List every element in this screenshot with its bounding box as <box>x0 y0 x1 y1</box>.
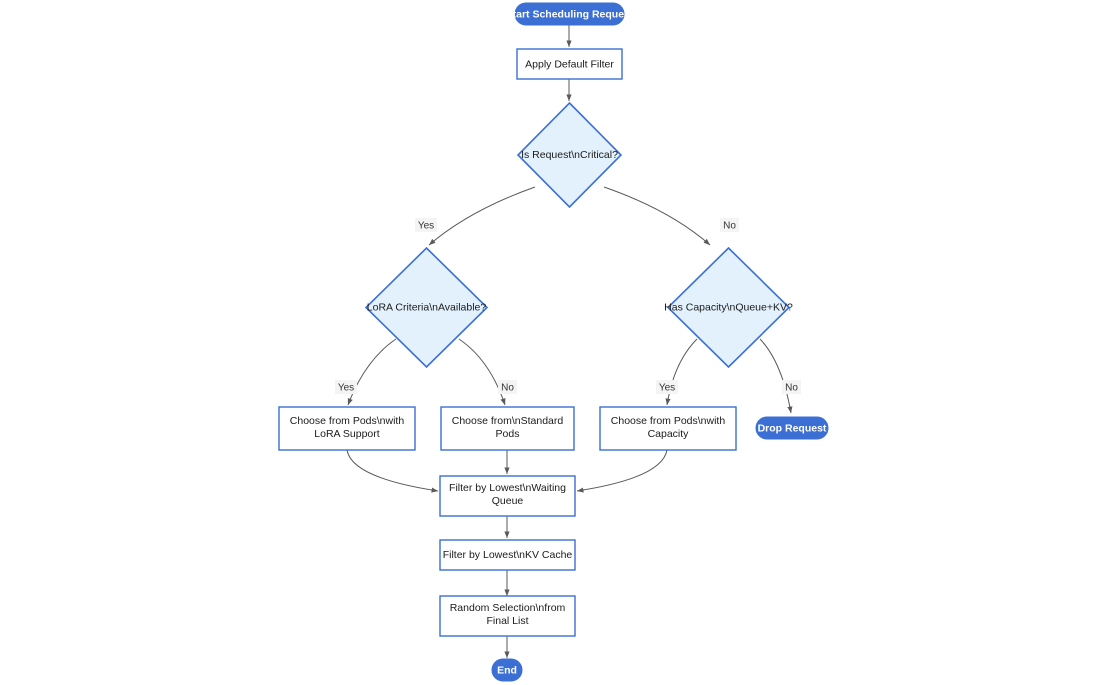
node-has-capacity-label: Has Capacity\nQueue+KV? <box>664 301 793 313</box>
edge-lora-yes-to-lora-pods <box>347 338 397 406</box>
node-drop-request[interactable]: Drop Request <box>755 416 829 440</box>
edge-label-critical-yes: Yes <box>415 218 437 232</box>
edge-label-critical-no-text: No <box>723 221 736 232</box>
edge-lora-no-to-standard-pods <box>458 338 506 406</box>
edge-critical-no-to-capacity <box>603 186 711 246</box>
node-choose-lora-pods-label-line2: LoRA Support <box>314 428 379 440</box>
node-is-request-critical-label: Is Request\nCritical? <box>521 149 618 161</box>
edge-lora-pods-to-waiting-queue <box>346 449 439 493</box>
edge-layer <box>346 25 793 659</box>
node-choose-standard-pods[interactable]: Choose from\nStandard Pods <box>440 406 575 451</box>
node-choose-capacity-pods[interactable]: Choose from Pods\nwith Capacity <box>599 406 737 451</box>
node-drop-request-label: Drop Request <box>758 422 827 434</box>
node-apply-default-filter-label: Apply Default Filter <box>525 58 614 70</box>
node-end-label: End <box>497 664 517 676</box>
edge-label-lora-yes-text: Yes <box>338 383 354 394</box>
node-has-capacity[interactable]: Has Capacity\nQueue+KV? <box>664 246 793 369</box>
edge-label-layer: Yes No Yes No Yes No <box>335 218 801 394</box>
node-filter-waiting-queue-label-line2: Queue <box>492 495 524 507</box>
edge-capacity-no-to-drop <box>759 338 793 414</box>
node-lora-criteria-available-label: LoRA Criteria\nAvailable? <box>367 301 487 313</box>
node-choose-standard-pods-label-line1: Choose from\nStandard <box>452 415 564 427</box>
node-end[interactable]: End <box>491 658 523 682</box>
node-apply-default-filter[interactable]: Apply Default Filter <box>516 48 623 80</box>
node-random-selection[interactable]: Random Selection\nfrom Final List <box>439 595 576 637</box>
node-random-selection-label-line1: Random Selection\nfrom <box>450 602 566 614</box>
edge-label-capacity-no: No <box>782 380 801 394</box>
edge-capacity-yes-to-capacity-pods <box>665 338 698 406</box>
edge-label-lora-no: No <box>498 380 517 394</box>
edge-critical-yes-to-lora <box>428 186 536 246</box>
node-is-request-critical[interactable]: Is Request\nCritical? <box>516 101 623 209</box>
node-choose-lora-pods-label-line1: Choose from Pods\nwith <box>290 415 405 427</box>
edge-capacity-pods-to-waiting-queue <box>576 449 668 493</box>
node-filter-kv-cache-label: Filter by Lowest\nKV Cache <box>443 549 573 561</box>
edge-label-capacity-no-text: No <box>785 383 798 394</box>
node-start[interactable]: Start Scheduling Request <box>506 2 634 26</box>
edge-label-critical-no: No <box>720 218 739 232</box>
node-layer: Start Scheduling Request Apply Default F… <box>278 2 829 682</box>
node-filter-waiting-queue-label-line1: Filter by Lowest\nWaiting <box>449 482 566 494</box>
node-random-selection-label-line2: Final List <box>486 615 528 627</box>
edge-label-capacity-yes: Yes <box>656 380 678 394</box>
edge-label-critical-yes-text: Yes <box>418 221 434 232</box>
edge-label-lora-no-text: No <box>501 383 514 394</box>
edge-label-lora-yes: Yes <box>335 380 357 394</box>
node-choose-capacity-pods-label-line1: Choose from Pods\nwith <box>611 415 726 427</box>
node-start-label: Start Scheduling Request <box>506 8 634 20</box>
node-choose-standard-pods-label-line2: Pods <box>496 428 520 440</box>
node-choose-lora-pods[interactable]: Choose from Pods\nwith LoRA Support <box>278 406 416 451</box>
node-lora-criteria-available[interactable]: LoRA Criteria\nAvailable? <box>364 246 489 369</box>
edge-label-capacity-yes-text: Yes <box>659 383 675 394</box>
node-choose-capacity-pods-label-line2: Capacity <box>648 428 690 440</box>
node-filter-waiting-queue[interactable]: Filter by Lowest\nWaiting Queue <box>439 475 576 517</box>
node-filter-kv-cache[interactable]: Filter by Lowest\nKV Cache <box>439 539 576 571</box>
